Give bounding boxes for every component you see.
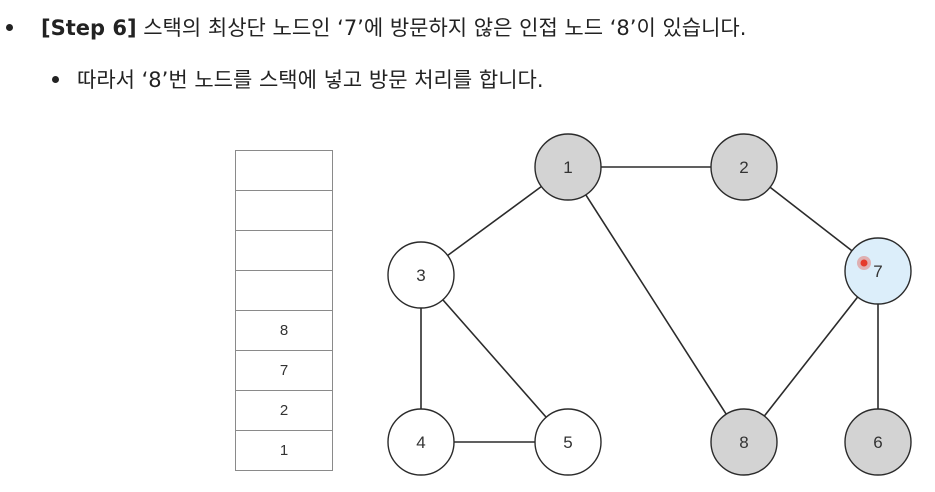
node-8: 8: [710, 408, 778, 476]
bullet-icon: [6, 23, 13, 31]
stack-cell: [236, 271, 332, 311]
node-7: 7: [844, 237, 912, 305]
node-2: 2: [710, 133, 778, 201]
node-label: 8: [739, 433, 748, 452]
node-circle: [387, 408, 455, 476]
node-5: 5: [534, 408, 602, 476]
node-circle: [710, 133, 778, 201]
node-4: 4: [387, 408, 455, 476]
stack-cell: 2: [236, 391, 332, 431]
step-description: [Step 6] 스택의 최상단 노드인 ‘7’에 방문하지 않은 인접 노드 …: [6, 14, 746, 42]
node-3: 3: [387, 241, 455, 309]
stack-cell: 8: [236, 311, 332, 351]
stack-cell: 7: [236, 351, 332, 391]
node-label: 2: [739, 158, 748, 177]
edge-1-3: [447, 185, 542, 257]
step-text: 스택의 최상단 노드인 ‘7’에 방문하지 않은 인접 노드 ‘8’이 있습니다…: [136, 16, 747, 40]
node-label: 7: [873, 262, 882, 281]
sub-bullet-icon: [52, 75, 59, 83]
edge-7-8: [763, 296, 859, 417]
step-tag: [Step 6]: [41, 16, 137, 40]
node-label: 1: [563, 158, 572, 177]
node-label: 5: [563, 433, 572, 452]
node-circle: [534, 133, 602, 201]
stack-cell: [236, 151, 332, 191]
sub-step-text: 따라서 ‘8’번 노드를 스택에 넣고 방문 처리를 합니다.: [77, 68, 544, 92]
node-circle: [844, 237, 912, 305]
node-label: 4: [416, 433, 425, 452]
stack-cell: 1: [236, 431, 332, 471]
edge-1-8: [585, 194, 727, 415]
step-subdescription: 따라서 ‘8’번 노드를 스택에 넣고 방문 처리를 합니다.: [52, 66, 544, 94]
node-circle: [710, 408, 778, 476]
node-label: 6: [873, 433, 882, 452]
node-circle: [387, 241, 455, 309]
stack-cell: [236, 231, 332, 271]
stack-cell: [236, 191, 332, 231]
node-6: 6: [844, 408, 912, 476]
node-1: 1: [534, 133, 602, 201]
node-circle: [534, 408, 602, 476]
pointer-cursor-icon: [857, 256, 871, 270]
node-circle: [844, 408, 912, 476]
edge-3-5: [442, 299, 547, 418]
node-label: 3: [416, 266, 425, 285]
edge-2-7: [769, 186, 853, 252]
